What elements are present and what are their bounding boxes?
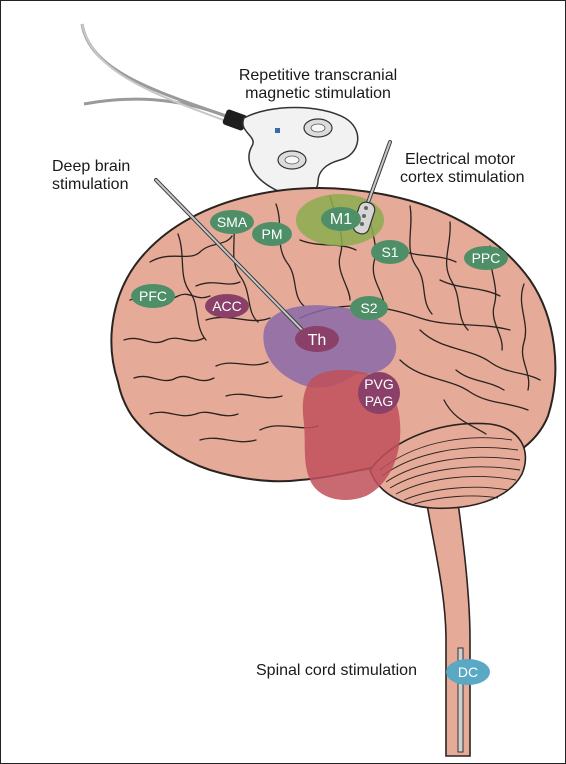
coil-cables: [82, 24, 240, 124]
label-mcs: Electrical motor cortex stimulation: [400, 151, 525, 186]
label-scs: Spinal cord stimulation: [256, 662, 417, 679]
region-m1: M1: [321, 207, 361, 231]
svg-text:Repetitive transcranial: Repetitive transcranial: [239, 67, 397, 84]
region-pfc: PFC: [131, 284, 175, 308]
svg-text:M1: M1: [330, 211, 352, 228]
svg-text:Electrical motor: Electrical motor: [405, 151, 516, 168]
svg-text:PVG: PVG: [364, 376, 394, 392]
svg-text:cortex stimulation: cortex stimulation: [400, 169, 525, 186]
svg-text:Deep brain: Deep brain: [52, 158, 130, 175]
region-s2: S2: [350, 296, 388, 320]
svg-text:stimulation: stimulation: [52, 176, 128, 193]
svg-text:PAG: PAG: [365, 393, 394, 409]
label-rtms: Repetitive transcranial magnetic stimula…: [239, 67, 397, 102]
region-dc: DC: [446, 659, 490, 685]
region-th: Th: [295, 326, 339, 352]
region-s1: S1: [371, 240, 409, 264]
svg-text:PFC: PFC: [139, 288, 167, 304]
svg-text:Th: Th: [308, 332, 327, 349]
svg-text:DC: DC: [458, 664, 478, 680]
label-dbs: Deep brain stimulation: [52, 158, 130, 193]
region-pvg-pag: PVG PAG: [358, 372, 400, 414]
svg-text:S1: S1: [381, 244, 398, 260]
magnetic-coil-icon: [222, 108, 358, 196]
region-acc: ACC: [205, 294, 249, 318]
svg-text:magnetic stimulation: magnetic stimulation: [245, 85, 391, 102]
region-pm: PM: [252, 222, 292, 246]
svg-text:ACC: ACC: [212, 298, 242, 314]
svg-text:PPC: PPC: [472, 250, 501, 266]
svg-text:S2: S2: [360, 300, 377, 316]
region-sma: SMA: [210, 210, 254, 234]
svg-text:SMA: SMA: [217, 214, 248, 230]
region-ppc: PPC: [464, 246, 508, 270]
svg-text:PM: PM: [262, 226, 283, 242]
